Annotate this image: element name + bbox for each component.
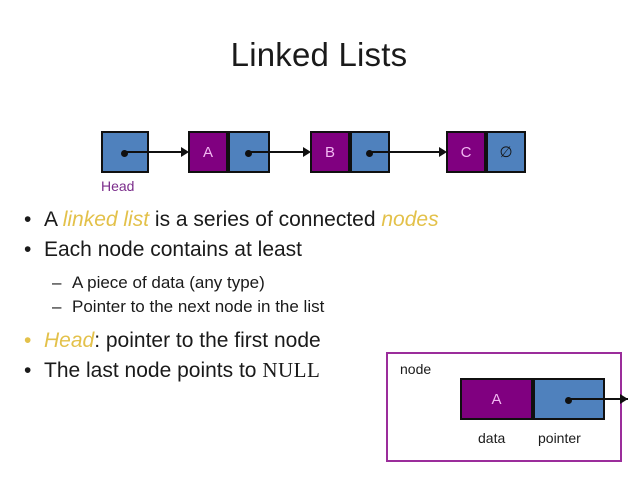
node-c-null-cell: ∅ bbox=[486, 131, 526, 173]
spacer bbox=[14, 319, 534, 326]
bullet-item-3: • Head: pointer to the first node bbox=[14, 326, 534, 355]
node-a-data-cell: A bbox=[188, 131, 228, 173]
arrow-a-to-b bbox=[246, 151, 304, 153]
page-title: Linked Lists bbox=[230, 36, 408, 73]
arrowhead-icon bbox=[439, 147, 447, 157]
bullet-4-null-keyword: NULL bbox=[262, 358, 321, 382]
arrowhead-icon bbox=[620, 394, 628, 404]
inset-data-label: data bbox=[478, 430, 506, 446]
pointer-dot-icon bbox=[245, 150, 252, 157]
bullet-1-part-3: nodes bbox=[381, 208, 439, 231]
node-detail-title: node bbox=[400, 361, 432, 377]
pointer-dot-icon bbox=[366, 150, 373, 157]
bullet-item-4: • The last node points to NULL bbox=[14, 356, 534, 385]
node-c-data-cell: C bbox=[446, 131, 486, 173]
arrowhead-icon bbox=[181, 147, 189, 157]
inset-node-data-cell: A bbox=[460, 378, 533, 420]
bullet-1-part-1: linked list bbox=[62, 208, 150, 231]
bullet-3-part-0: Head bbox=[44, 329, 95, 352]
bullet-marker: • bbox=[24, 238, 32, 261]
bullet-list: •A linked list is a series of connected … bbox=[14, 205, 534, 386]
inset-pointer-label: pointer bbox=[538, 430, 581, 446]
bullet-3-part-1: : pointer to the first node bbox=[94, 329, 321, 352]
node-detail-box bbox=[386, 352, 622, 462]
sub-bullet-item-1: –A piece of data (any type) bbox=[14, 271, 534, 295]
head-label: Head bbox=[101, 178, 135, 194]
sub-bullet-marker: – bbox=[52, 297, 62, 316]
arrowhead-icon bbox=[303, 147, 311, 157]
sub-bullet-2-text: Pointer to the next node in the list bbox=[72, 297, 325, 316]
sub-bullet-1-text: A piece of data (any type) bbox=[72, 273, 265, 292]
bullet-marker: • bbox=[24, 329, 32, 352]
bullet-2-text: Each node contains at least bbox=[44, 238, 303, 261]
pointer-dot-icon bbox=[121, 150, 128, 157]
node-b-data-cell: B bbox=[310, 131, 350, 173]
sub-bullet-marker: – bbox=[52, 273, 62, 292]
arrow-b-to-c bbox=[367, 151, 440, 153]
arrow-head-to-a bbox=[122, 151, 182, 153]
bullet-4-part-0: The last node points to bbox=[44, 359, 263, 382]
sub-bullet-item-2: –Pointer to the next node in the list bbox=[14, 295, 534, 319]
bullet-marker: • bbox=[24, 208, 32, 231]
bullet-1-part-0: A bbox=[44, 208, 63, 231]
pointer-dot-icon bbox=[565, 397, 572, 404]
bullet-marker: • bbox=[24, 359, 32, 382]
bullet-item-1: •A linked list is a series of connected … bbox=[14, 205, 534, 234]
bullet-1-part-2: is a series of connected bbox=[149, 208, 382, 231]
bullet-item-2: • Each node contains at least bbox=[14, 235, 534, 264]
inset-arrow-line bbox=[566, 398, 628, 400]
